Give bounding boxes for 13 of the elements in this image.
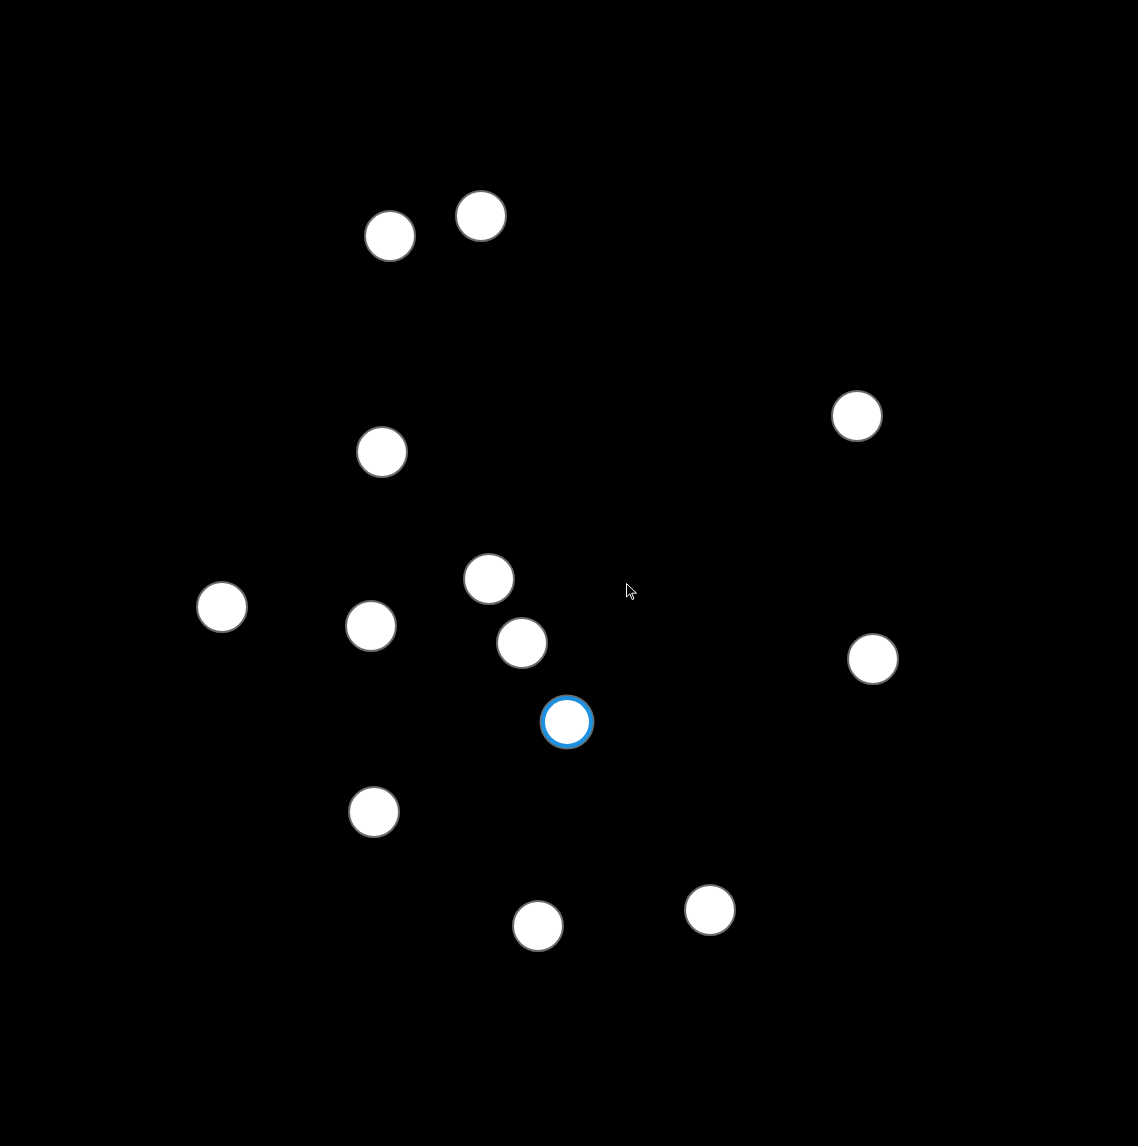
circle-node <box>831 390 883 442</box>
circle-node <box>847 633 899 685</box>
circle-node <box>356 426 408 478</box>
circle-node <box>541 696 593 748</box>
circle-node <box>348 786 400 838</box>
circle-node <box>455 190 507 242</box>
circle-node <box>463 553 515 605</box>
circle-node <box>512 900 564 952</box>
circle-node <box>196 581 248 633</box>
circle-node <box>364 210 416 262</box>
circle-node <box>345 600 397 652</box>
circle-node <box>496 617 548 669</box>
circle-node <box>684 884 736 936</box>
